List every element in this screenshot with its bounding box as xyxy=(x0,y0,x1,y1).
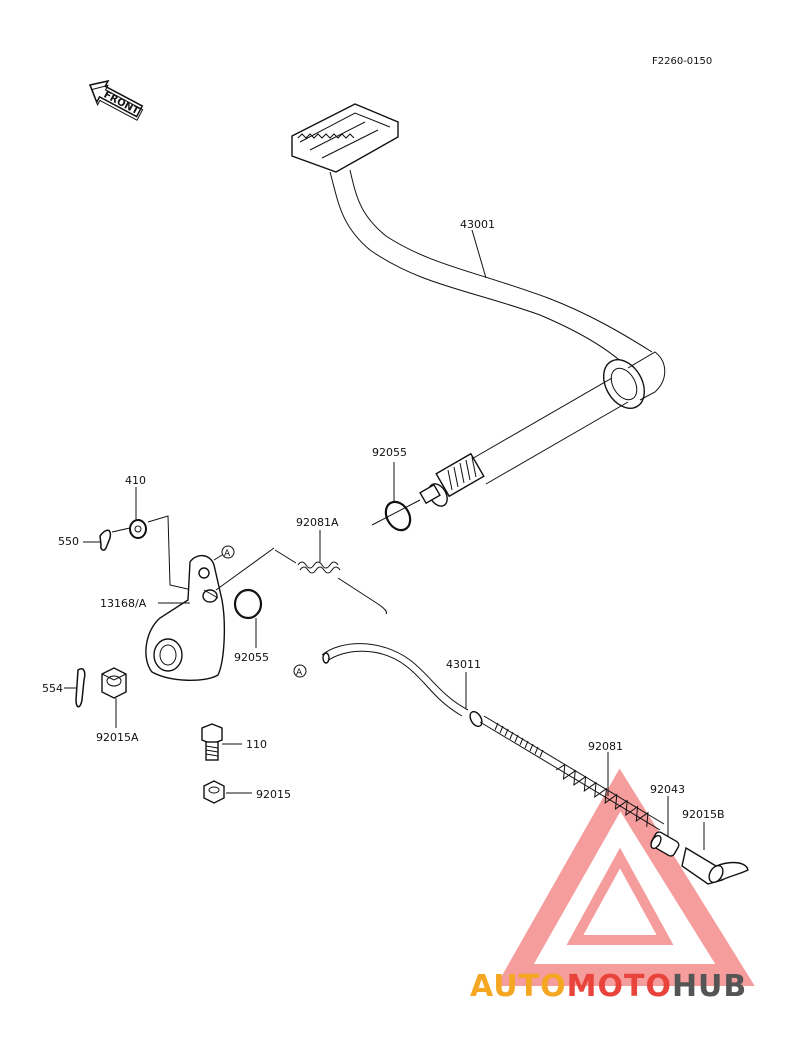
brake-pedal-43001 xyxy=(291,103,666,507)
bolt-110 xyxy=(201,723,223,761)
watermark-hub: HUB xyxy=(672,969,747,1004)
o-ring-lower xyxy=(233,588,263,620)
watermark-text: AUTOMOTOHUB xyxy=(470,969,747,1004)
watermark-triangle xyxy=(496,768,755,986)
label-92043: 92043 xyxy=(650,783,685,796)
label-92015B: 92015B xyxy=(682,808,725,821)
label-43001: 43001 xyxy=(460,218,495,231)
label-92055-lower: 92055 xyxy=(234,651,269,664)
front-arrow-icon: FRONT xyxy=(88,79,144,121)
figure-code: F2260-0150 xyxy=(652,56,712,67)
bracket-13168A xyxy=(145,554,225,682)
front-label: FRONT xyxy=(102,89,141,117)
spring-92081 xyxy=(555,763,649,828)
label-554: 554 xyxy=(42,682,63,695)
label-43011: 43011 xyxy=(446,658,481,671)
cotter-pin-554 xyxy=(75,668,86,708)
ref-marker-a-upper: A xyxy=(221,545,235,559)
svg-text:A: A xyxy=(296,668,303,678)
spring-92081A xyxy=(215,547,387,615)
label-92055-upper: 92055 xyxy=(372,446,407,459)
nut-92015A xyxy=(101,667,127,699)
pin-92043 xyxy=(650,831,680,857)
ref-marker-a-lower: A xyxy=(293,664,307,678)
label-410: 410 xyxy=(125,474,146,487)
label-92015A: 92015A xyxy=(96,731,139,744)
label-13168A: 13168/A xyxy=(100,597,147,610)
label-110: 110 xyxy=(246,738,267,751)
watermark-auto: AUTO xyxy=(470,969,567,1004)
svg-text:A: A xyxy=(224,549,231,559)
label-550: 550 xyxy=(58,535,79,548)
nut-92015 xyxy=(203,780,225,804)
label-92015: 92015 xyxy=(256,788,291,801)
wing-nut-92015B xyxy=(681,846,749,885)
brake-rod-43011 xyxy=(321,643,665,831)
label-92081A: 92081A xyxy=(296,516,339,529)
cotter-pin-550 xyxy=(99,527,131,551)
o-ring-upper xyxy=(384,500,412,532)
label-92081: 92081 xyxy=(588,740,623,753)
watermark-moto: MOTO xyxy=(567,969,672,1004)
